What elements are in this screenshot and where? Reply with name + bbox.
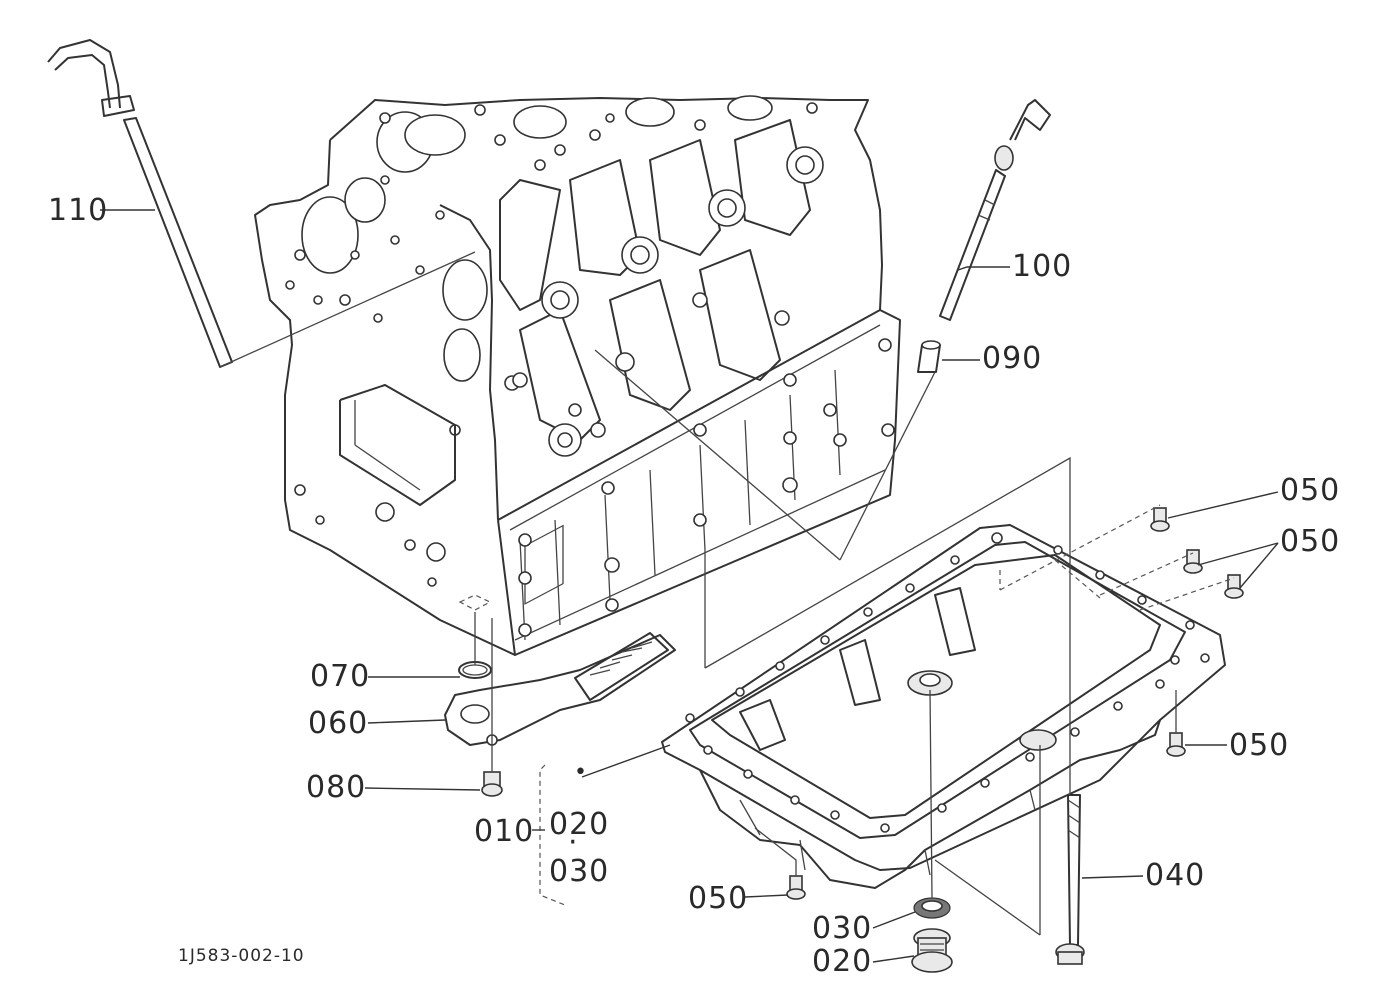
- dipstick-guide: [917, 340, 941, 373]
- callout-080[interactable]: 080: [306, 770, 367, 805]
- oil-strainer: [444, 632, 676, 746]
- drain-plug: [911, 928, 953, 973]
- callout-010[interactable]: 010: [474, 814, 535, 849]
- callout-020[interactable]: 020: [812, 944, 873, 979]
- callout-030-group[interactable]: 030: [549, 854, 610, 889]
- strainer-bolt: [481, 771, 503, 797]
- group-separator-dot: ·: [568, 825, 578, 860]
- leader-lines: [100, 209, 1279, 963]
- oil-dipstick: [939, 99, 1051, 321]
- long-bolt: [1055, 794, 1085, 965]
- callout-020-group[interactable]: 020: [549, 807, 610, 842]
- callout-090[interactable]: 090: [982, 341, 1043, 376]
- callout-030[interactable]: 030: [812, 911, 873, 946]
- callout-110[interactable]: 110: [48, 193, 109, 228]
- oil-pan: [661, 524, 1226, 889]
- callout-050-c[interactable]: 050: [1229, 728, 1290, 763]
- callout-050-d[interactable]: 050: [688, 881, 749, 916]
- pan-bolts: [786, 507, 1244, 900]
- callout-100[interactable]: 100: [1012, 249, 1073, 284]
- drain-plug-gasket: [913, 897, 951, 919]
- callout-070[interactable]: 070: [310, 659, 371, 694]
- engine-block: [254, 95, 901, 656]
- callout-050-a[interactable]: 050: [1280, 473, 1341, 508]
- drawing-code: 1J583-002-10: [178, 946, 305, 966]
- callout-060[interactable]: 060: [308, 706, 369, 741]
- callout-040[interactable]: 040: [1145, 858, 1206, 893]
- assembly-lines: [219, 251, 1235, 936]
- callout-050-b[interactable]: 050: [1280, 524, 1341, 559]
- group-pointer-dot: •: [574, 760, 587, 785]
